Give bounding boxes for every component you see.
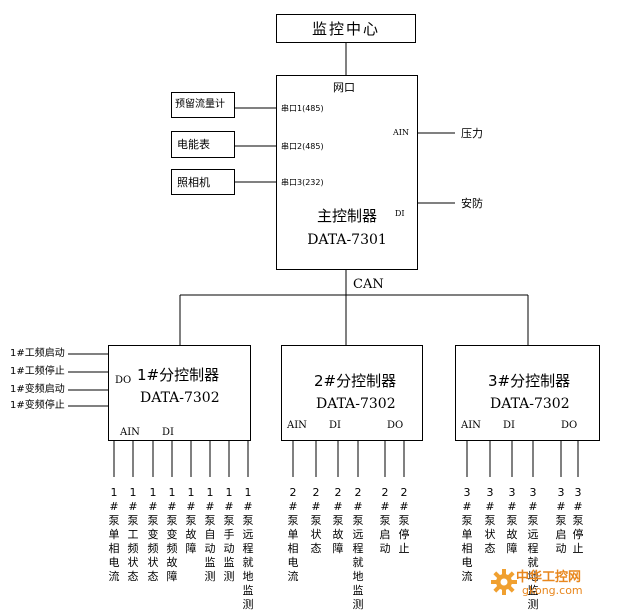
sub-controller-2-box: 2#分控制器 DATA-7302 AIN DI DO	[281, 345, 423, 441]
energy-meter-device-label: 电能表	[177, 138, 210, 151]
sub1-name: 1#分控制器	[137, 366, 220, 384]
sub1-input-2: 1#工频停止	[10, 366, 65, 377]
sub3-model: DATA-7302	[490, 396, 570, 412]
main-controller-model: DATA-7301	[307, 232, 387, 248]
sub3-do-label: DO	[561, 420, 578, 431]
sub1-signal-6: 1#泵自动监测	[204, 486, 216, 583]
sub3-name: 3#分控制器	[488, 372, 571, 390]
sub2-signal-1: 2#泵单相电流	[287, 486, 299, 583]
camera-device-label: 照相机	[177, 176, 210, 189]
sub1-signal-2: 1#泵工频状态	[127, 486, 139, 583]
flowmeter-device-label: 预留流量计	[175, 99, 225, 110]
sub2-ain-label: AIN	[287, 420, 307, 431]
sub1-signal-7: 1#泵手动监测	[223, 486, 235, 583]
serial-port-1-label: 串口1(485)	[281, 104, 324, 113]
gkong-watermark: 中华工控网 gkong.com	[490, 560, 622, 610]
serial-port-3-label: 串口3(232)	[281, 178, 324, 187]
di-port-label: DI	[395, 209, 405, 218]
sub3-signal-5: 3#泵启动	[555, 486, 567, 555]
sub3-signal-6: 3#泵停止	[572, 486, 584, 555]
sub2-do-label: DO	[387, 420, 404, 431]
pressure-sensor-label: 压力	[461, 127, 483, 140]
sub2-signal-5: 2#泵启动	[379, 486, 391, 555]
sub1-input-4: 1#变频停止	[10, 400, 65, 411]
sub2-signal-3: 2#泵故障	[332, 486, 344, 555]
sub-controller-3-box: 3#分控制器 DATA-7302 AIN DI DO	[455, 345, 600, 441]
sub1-input-3: 1#变频启动	[10, 384, 65, 395]
monitor-center-box: 监控中心	[276, 14, 416, 43]
net-port-label: 网口	[333, 81, 355, 94]
sub-controller-1-box: DO 1#分控制器 DATA-7302 AIN DI	[108, 345, 251, 441]
sub2-model: DATA-7302	[316, 396, 396, 412]
sub2-name: 2#分控制器	[314, 372, 397, 390]
camera-device-box: 照相机	[171, 169, 235, 195]
serial-port-2-label: 串口2(485)	[281, 142, 324, 151]
sub1-input-1: 1#工频启动	[10, 348, 65, 359]
flowmeter-device-box: 预留流量计	[171, 92, 235, 118]
sub1-signal-4: 1#泵变频故障	[166, 486, 178, 583]
security-sensor-label: 安防	[461, 197, 483, 210]
sub3-signal-3: 3#泵故障	[506, 486, 518, 555]
sub1-do-label: DO	[115, 375, 132, 386]
sub2-signal-2: 2#泵状态	[310, 486, 322, 555]
can-bus-label: CAN	[353, 277, 384, 292]
energy-meter-device-box: 电能表	[171, 131, 235, 158]
sub3-di-label: DI	[503, 420, 515, 431]
watermark-title: 中华工控网	[516, 570, 582, 585]
sub3-signal-1: 3#泵单相电流	[461, 486, 473, 583]
sub1-signal-8: 1#泵远程就地监测	[242, 486, 254, 611]
sub3-signal-2: 3#泵状态	[484, 486, 496, 555]
main-controller-name: 主控制器	[316, 207, 377, 225]
sub2-signal-4: 2#泵远程就地监测	[352, 486, 364, 611]
sub1-model: DATA-7302	[140, 390, 220, 406]
gear-icon	[491, 569, 517, 595]
sub1-ain-label: AIN	[120, 427, 140, 438]
sub1-signal-1: 1#泵单相电流	[108, 486, 120, 583]
sub2-di-label: DI	[329, 420, 341, 431]
sub2-signal-6: 2#泵停止	[398, 486, 410, 555]
sub3-ain-label: AIN	[461, 420, 481, 431]
sub1-di-label: DI	[162, 427, 174, 438]
ain-port-label: AIN	[393, 128, 409, 137]
sub3-signal-4: 3#泵远程就地监测	[527, 486, 539, 611]
monitor-center-label: 监控中心	[311, 20, 380, 38]
main-controller-box: 网口 串口1(485) 串口2(485) 串口3(232) AIN DI 主控制…	[276, 75, 418, 270]
watermark-domain: gkong.com	[522, 584, 583, 597]
sub1-signal-5: 1#泵故障	[185, 486, 197, 555]
sub1-signal-3: 1#泵变频状态	[147, 486, 159, 583]
